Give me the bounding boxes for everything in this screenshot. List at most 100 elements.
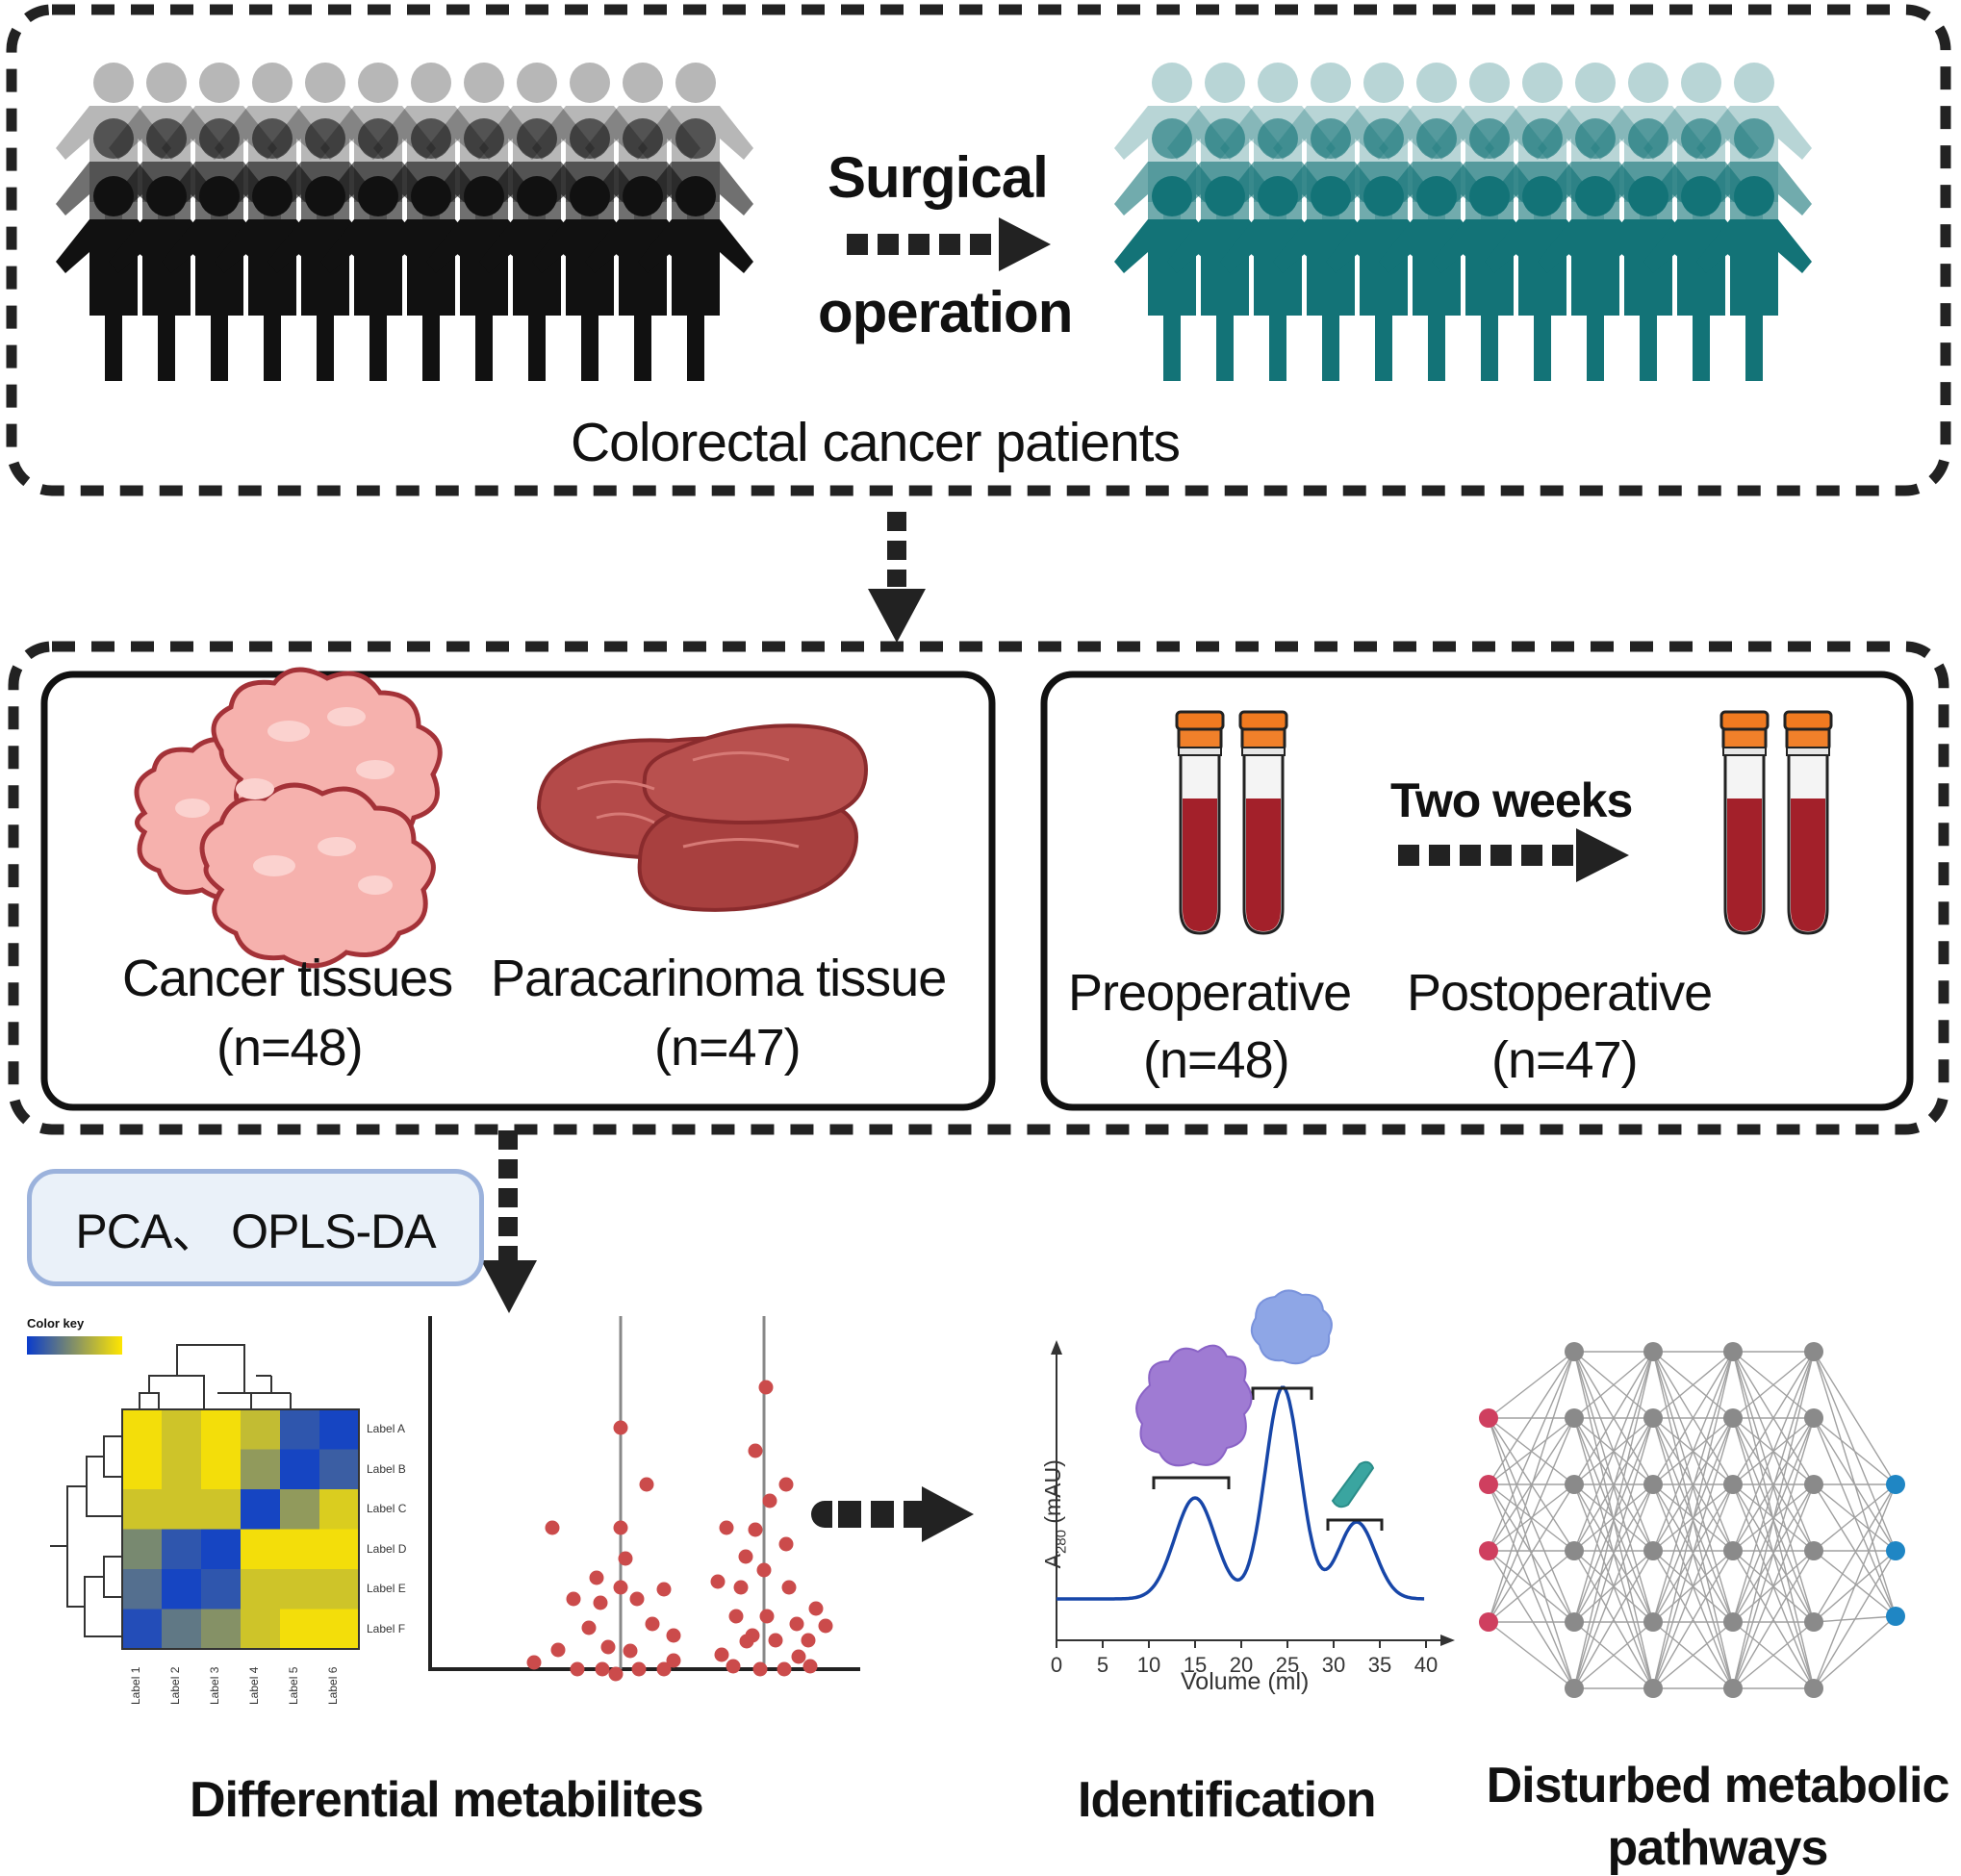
postoperative-count: (n=47) (1491, 1031, 1639, 1089)
dot-point (550, 1642, 566, 1658)
heatmap-cell (280, 1529, 319, 1569)
blood-tube-icon (1783, 710, 1833, 935)
dot-point (631, 1661, 647, 1677)
patients-group-label: Colorectal cancer patients (571, 412, 1181, 473)
cancer-tissue-count: (n=48) (216, 1019, 364, 1077)
protein-small-icon (1331, 1460, 1375, 1508)
network-node (1723, 1541, 1743, 1560)
network-node (1643, 1679, 1663, 1698)
x-tick-label: 20 (1229, 1653, 1254, 1677)
blood-tube-icon (1238, 710, 1288, 935)
heatmap-cell (280, 1489, 319, 1530)
dot-point (526, 1655, 542, 1670)
paracarcinoma-tissue-label: Paracarinoma tissue (491, 950, 947, 1007)
network-node (1479, 1408, 1498, 1428)
dot-point (589, 1570, 604, 1585)
network-node (1565, 1612, 1584, 1632)
color-key-bar (27, 1336, 122, 1355)
dot-point (593, 1595, 608, 1610)
chromatogram-chart (1051, 1289, 1455, 1648)
heatmap-cell (162, 1529, 201, 1569)
heatmap-cell (162, 1409, 201, 1450)
network-node (1723, 1342, 1743, 1361)
dot-point (759, 1609, 775, 1624)
dot-point (756, 1562, 772, 1578)
network-node (1565, 1408, 1584, 1428)
paracarcinoma-tissue-icon (536, 723, 869, 912)
protein-large-icon (1135, 1344, 1253, 1467)
metabolic-network-diagram (1479, 1342, 1905, 1698)
dot-point (778, 1536, 794, 1552)
heatmap-cell (122, 1609, 162, 1649)
heatmap-cell (122, 1449, 162, 1489)
dot-point (600, 1639, 616, 1655)
heatmap-cell (319, 1449, 359, 1489)
heatmap-col-label: Label 2 (168, 1666, 182, 1705)
dot-point (623, 1643, 638, 1659)
color-key-label: Color key (27, 1316, 85, 1331)
dot-point (748, 1443, 763, 1458)
dot-point (758, 1380, 774, 1395)
dot-point (666, 1628, 681, 1643)
heatmap-cell (162, 1569, 201, 1610)
dot-point (639, 1477, 654, 1492)
heatmap-cell (201, 1409, 241, 1450)
heatmap-cell (162, 1489, 201, 1530)
heatmap-chart (27, 1336, 360, 1650)
dot-point (789, 1616, 804, 1632)
dot-point (791, 1649, 806, 1664)
heatmap-col-label: Label 4 (247, 1666, 261, 1705)
dot-point (570, 1661, 585, 1677)
postoperative-label: Postoperative (1407, 964, 1713, 1022)
dot-point (752, 1661, 768, 1677)
network-node (1723, 1408, 1743, 1428)
heatmap-cell (122, 1489, 162, 1530)
heatmap-cell (241, 1449, 280, 1489)
dot-point (778, 1477, 794, 1492)
dot-point (777, 1661, 792, 1677)
dot-point (781, 1580, 797, 1595)
analysis-method-box: PCA、 OPLS-DA (27, 1169, 484, 1286)
heatmap-cell (241, 1609, 280, 1649)
dot-point (666, 1653, 681, 1668)
dot-point (762, 1493, 777, 1508)
network-node (1565, 1541, 1584, 1560)
heatmap-cell (319, 1529, 359, 1569)
disturbed-pathways-label-line2: pathways (1607, 1820, 1829, 1876)
connector-arrow-2 (481, 1130, 537, 1313)
x-tick-label: 35 (1367, 1653, 1392, 1677)
dot-point (613, 1580, 628, 1595)
heatmap-cell (280, 1449, 319, 1489)
heatmap-cell (122, 1409, 162, 1450)
paracarcinoma-tissue-count: (n=47) (654, 1019, 802, 1077)
network-node (1565, 1342, 1584, 1361)
network-node (1886, 1607, 1905, 1626)
dot-point (818, 1618, 833, 1634)
dot-point (726, 1659, 741, 1674)
dot-point (738, 1549, 753, 1564)
dot-point (595, 1661, 610, 1677)
network-node (1723, 1475, 1743, 1494)
blood-tube-icon (1719, 710, 1770, 935)
dot-point (613, 1520, 628, 1535)
dot-point (656, 1661, 672, 1677)
network-node (1886, 1541, 1905, 1560)
heatmap-cell (162, 1609, 201, 1649)
dot-point (808, 1601, 824, 1616)
preoperative-count: (n=48) (1143, 1031, 1290, 1089)
cancer-tissue-label: Cancer tissues (122, 950, 453, 1007)
heatmap-row-label: Label F (367, 1621, 406, 1635)
cancer-tissue-icon (134, 667, 443, 969)
network-node (1804, 1475, 1823, 1494)
dot-point (613, 1420, 628, 1435)
blood-tube-icon (1175, 710, 1225, 935)
heatmap-cell (201, 1489, 241, 1530)
heatmap-col-label: Label 6 (326, 1666, 340, 1705)
heatmap-cell (122, 1529, 162, 1569)
network-node (1643, 1342, 1663, 1361)
heatmap-col-label: Label 3 (208, 1666, 221, 1705)
dot-point (581, 1620, 597, 1635)
heatmap-cell (201, 1569, 241, 1610)
heatmap-cell (201, 1449, 241, 1489)
heatmap-cell (319, 1409, 359, 1450)
